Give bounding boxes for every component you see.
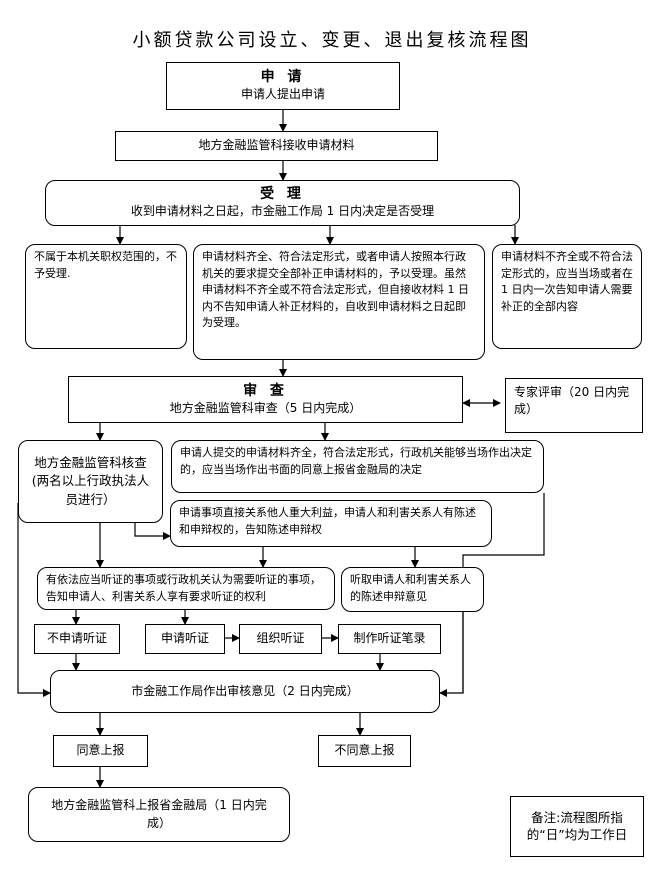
arrow-spot-opinion (439, 493, 545, 697)
receive-box: 地方金融监管科接收申请材料 (115, 131, 438, 161)
major-interest-box: 申请事项直接关系他人重大利益，申请人和利害关系人有陈述和申辩权的，告知陈述申辩权 (170, 500, 492, 547)
listen-box: 听取申请人和利害关系人的陈述申辩意见 (341, 567, 484, 612)
accept-box: 受 理 收到申请材料之日起，市金融工作局 1 日内决定是否受理 (45, 180, 520, 226)
accept-text: 收到申请材料之日起，市金融工作局 1 日内决定是否受理 (130, 204, 435, 219)
apply-text: 申请人提出申请 (240, 87, 325, 102)
review-heading: 审 查 (243, 382, 288, 399)
receive-text: 地方金融监管科接收申请材料 (198, 138, 355, 153)
no-hearing-box: 不申请听证 (34, 624, 120, 654)
arrow-verify-opinion (17, 503, 51, 697)
page-title: 小额贷款公司设立、变更、退出复核流程图 (132, 30, 532, 51)
note-box: 备注:流程图所指的“日”均为工作日 (510, 796, 644, 857)
request-hearing-box: 申请听证 (145, 624, 225, 654)
listen-text: 听取申请人和利害关系人的陈述申辩意见 (350, 573, 471, 603)
accept-condition-text: 申请材料齐全、符合法定形式，或者申请人按照本行政机关的要求提交全部补正申请材料的… (202, 250, 469, 329)
decide-spot-box: 申请人提交的申请材料齐全，符合法定形式，行政机关能够当场作出决定的，应当当场作出… (171, 440, 544, 493)
hearing-notice-text: 有依法应当听证的事项或行政机关认为需要听证的事项，告知申请人、利害关系人享有要求… (46, 573, 321, 603)
agree-box: 同意上报 (53, 735, 148, 767)
hearing-notice-box: 有依法应当听证的事项或行政机关认为需要听证的事项，告知申请人、利害关系人享有要求… (37, 567, 335, 610)
opinion-box: 市金融工作局作出审核意见（2 日内完成） (50, 670, 440, 713)
accept-condition-box: 申请材料齐全、符合法定形式，或者申请人按照本行政机关的要求提交全部补正申请材料的… (193, 244, 485, 360)
report-box: 地方金融监管科上报省金融局（1 日内完成） (28, 787, 290, 842)
agree-text: 同意上报 (76, 743, 125, 758)
disagree-box: 不同意上报 (318, 735, 411, 767)
reject-scope-text: 不属于本机关职权范围的，不予受理. (34, 250, 177, 280)
incomplete-text: 申请材料不齐全或不符合法定形式的，应当当场或者在 1 日内一次告知申请人需要补正… (501, 250, 633, 313)
apply-box: 申 请 申请人提出申请 (166, 62, 400, 110)
verify-box: 地方金融监管科核查(两名以上行政执法人员进行） (18, 440, 163, 523)
decide-spot-text: 申请人提交的申请材料齐全，符合法定形式，行政机关能够当场作出决定的，应当当场作出… (180, 446, 532, 476)
request-hearing-text: 申请听证 (160, 631, 209, 646)
major-interest-text: 申请事项直接关系他人重大利益，申请人和利害关系人有陈述和申辩权的，告知陈述申辩权 (179, 506, 476, 536)
organize-hearing-text: 组织听证 (256, 631, 305, 646)
disagree-text: 不同意上报 (334, 743, 395, 758)
apply-heading: 申 请 (260, 69, 306, 86)
report-text: 地方金融监管科上报省金融局（1 日内完成） (51, 798, 267, 830)
accept-heading: 受 理 (260, 186, 305, 203)
no-hearing-text: 不申请听证 (46, 631, 107, 646)
hearing-record-text: 制作听证笔录 (353, 631, 426, 646)
expert-text: 专家评审（20 日内完成） (514, 385, 630, 417)
review-text: 地方金融监管科审查（5 日内完成） (169, 400, 362, 415)
organize-hearing-box: 组织听证 (239, 624, 322, 654)
reject-scope-box: 不属于本机关职权范围的，不予受理. (25, 244, 187, 349)
verify-text: 地方金融监管科核查(两名以上行政执法人员进行） (31, 455, 150, 507)
hearing-record-box: 制作听证笔录 (338, 624, 441, 654)
incomplete-box: 申请材料不齐全或不符合法定形式的，应当当场或者在 1 日内一次告知申请人需要补正… (492, 244, 642, 349)
review-box: 审 查 地方金融监管科审查（5 日内完成） (68, 376, 463, 423)
note-text: 备注:流程图所指的“日”均为工作日 (526, 810, 628, 842)
opinion-text: 市金融工作局作出审核意见（2 日内完成） (131, 683, 359, 698)
expert-box: 专家评审（20 日内完成） (505, 378, 643, 433)
arrow-verify-major (134, 523, 171, 540)
